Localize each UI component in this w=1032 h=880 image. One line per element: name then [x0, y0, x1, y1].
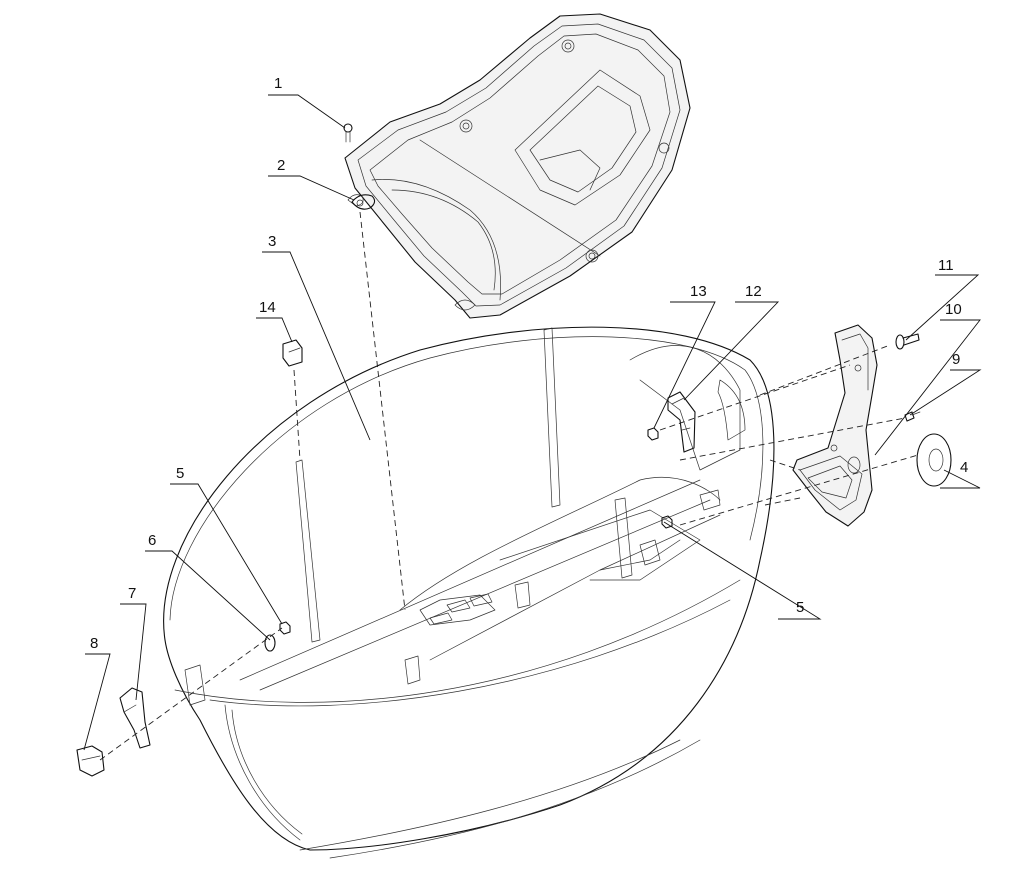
part-8-cap	[76, 745, 105, 777]
label-part-11: 11	[938, 257, 954, 274]
label-part-5-left: 5	[176, 465, 184, 482]
case-body	[163, 326, 775, 859]
label-part-13: 13	[690, 283, 707, 300]
part-11-bolt	[895, 333, 920, 350]
part-7-bracket	[119, 687, 151, 749]
label-part-9: 9	[952, 351, 960, 368]
part-labels: 1 2 3 14 5 6 7 8 5 13 12 10 9 11 4	[90, 75, 968, 652]
label-part-8: 8	[90, 635, 98, 652]
label-part-10: 10	[945, 301, 962, 318]
leader-lines	[83, 94, 982, 751]
part-10-side-plate	[792, 324, 878, 527]
part-6-washer	[264, 634, 276, 652]
label-part-12: 12	[745, 283, 762, 300]
label-part-3: 3	[268, 233, 276, 250]
label-part-4: 4	[960, 459, 968, 476]
part-12-hinge	[667, 391, 696, 453]
label-part-6: 6	[148, 532, 156, 549]
lid-tray	[344, 13, 691, 319]
part-5-nut-right	[661, 515, 673, 529]
assembly-lines	[99, 211, 919, 761]
label-part-2: 2	[277, 157, 285, 174]
part-4-disc	[916, 433, 952, 487]
part-9-screw	[904, 411, 921, 422]
label-part-1: 1	[274, 75, 282, 92]
label-part-14: 14	[259, 299, 276, 316]
part-1-screw	[343, 123, 353, 143]
label-part-7: 7	[128, 585, 136, 602]
label-part-5-right: 5	[796, 599, 804, 616]
part-14-clip	[282, 339, 303, 367]
part-2-tab	[351, 194, 376, 210]
part-13-nut	[647, 427, 659, 441]
